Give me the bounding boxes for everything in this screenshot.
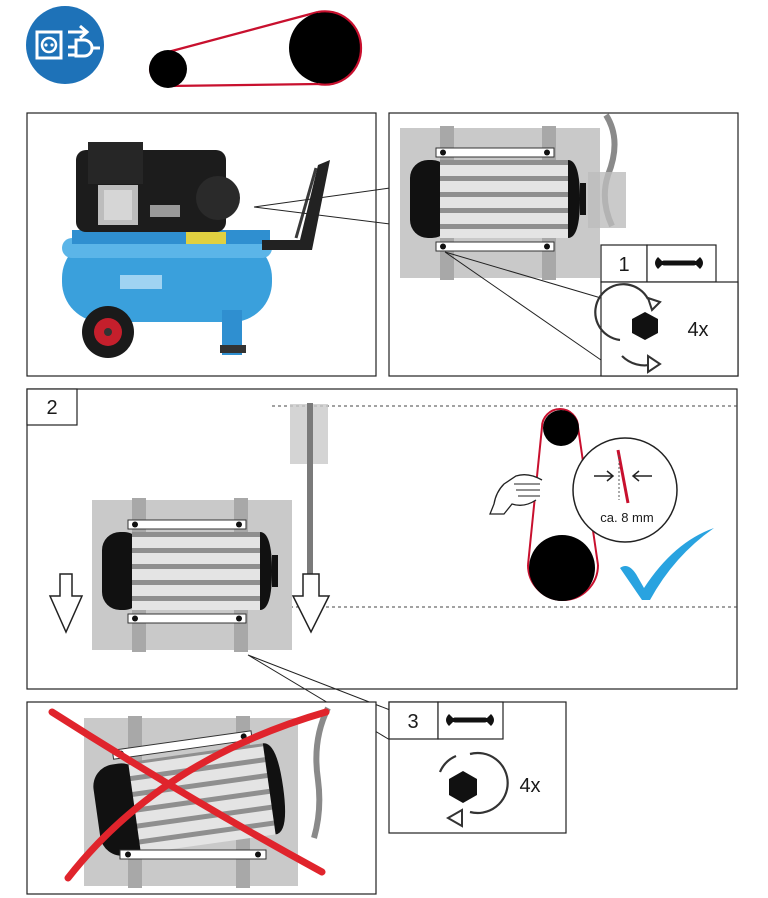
step2-number: 2 (46, 397, 57, 419)
checkmark-icon (620, 528, 714, 600)
pressing-hand-icon (489, 474, 543, 515)
step3-count: 4x (519, 775, 540, 797)
step1-count: 4x (687, 319, 708, 341)
step1-number: 1 (618, 254, 629, 276)
tighten-nut-icon (438, 751, 509, 828)
belt-side-view (588, 113, 626, 228)
compressor-illustration (62, 142, 330, 358)
belt-side-view-step2 (290, 403, 328, 623)
down-arrow-icon (48, 573, 331, 634)
zoom-callout-lines (253, 187, 391, 225)
step3-number: 3 (407, 711, 418, 733)
unplug-power-icon (26, 6, 104, 84)
belt-tension-diagram (527, 408, 599, 601)
motor-assembly-step2 (91, 497, 293, 653)
cross-out-icon (48, 708, 330, 882)
step2-number-box (26, 388, 78, 426)
motor-assembly-step1 (399, 125, 601, 281)
step1-callout-lines (444, 251, 602, 361)
belt-pulley-icon (148, 10, 363, 88)
motor-assembly-wrong (84, 706, 331, 888)
step1-action-box (600, 281, 739, 377)
deflection-magnifier (572, 437, 678, 543)
deflection-label: ca. 8 mm (600, 510, 653, 525)
step3-number-box (388, 701, 439, 740)
loosen-nut-icon (594, 283, 675, 374)
